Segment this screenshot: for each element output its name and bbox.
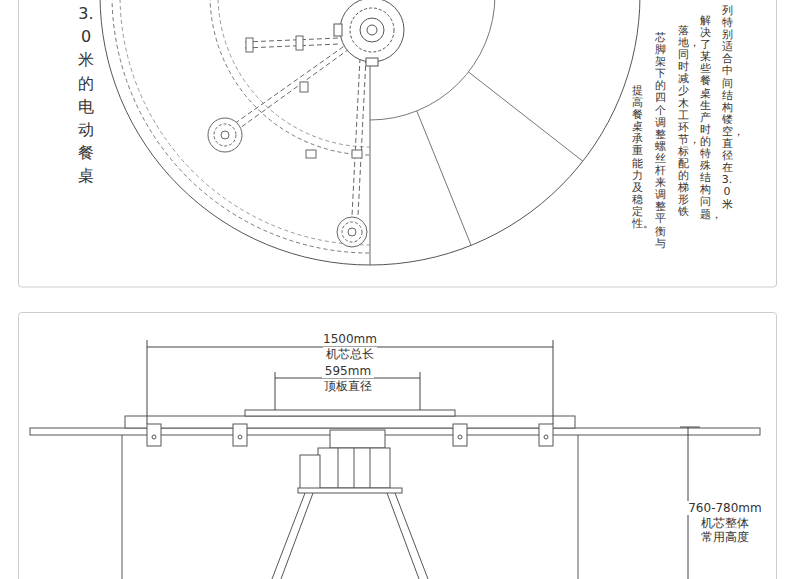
table-elevation [453,424,467,446]
table-elevation [387,493,419,579]
table-elevation [298,488,402,493]
plan-technical-half [246,38,253,52]
hub [340,0,404,62]
plan-clean-half [370,0,495,120]
dimension-lines [680,427,700,428]
plan-technical-half [306,150,316,158]
plan-technical-half [100,0,370,265]
table-elevation [370,448,371,488]
plan-technical-half [342,222,362,242]
plan-technical-half [240,44,356,128]
table-elevation [238,435,242,439]
plan-technical-half [296,36,303,50]
hub [367,25,377,35]
dimension-label: 常用高度 [698,530,752,544]
vertical-text: 提高餐桌承重能力及稳定性。 [632,85,643,230]
plan-technical-half [245,44,340,48]
bottom-panel [19,313,777,579]
dimension-label: 顶板直径 [321,379,375,393]
table-elevation [281,493,313,579]
vertical-heading: 3.0米的电动餐桌 [78,2,94,188]
table-elevation [318,448,390,488]
table-elevation [30,410,760,579]
table-elevation [354,448,355,488]
dimension-lines [147,340,148,424]
table-elevation [338,448,339,488]
dimension-label: 机芯总长 [323,347,377,361]
hub [334,0,404,66]
plan-technical-half [352,150,362,158]
vertical-text: 芯脚架下的四个调整螺丝杆来调整平衡与 [655,32,666,250]
dimension-label: 机芯整体 [698,516,752,530]
table-elevation [578,435,579,579]
dimension-label: 1500mm [320,332,380,346]
dimension-lines [553,340,554,424]
hub [334,24,342,36]
hub [350,8,394,52]
hub [360,18,384,42]
table-elevation [233,424,247,446]
vertical-text: 列特别适合中间结构镂空，直径在3.0米 [722,5,733,211]
table-elevation [395,493,428,579]
table-elevation [152,435,156,439]
hub [366,58,378,66]
table-elevation [458,435,462,439]
plan-technical-half [112,0,370,253]
table-elevation [30,428,760,435]
plan-technical-half [120,0,370,245]
plan-technical-half [245,38,340,42]
plan-clean-half [370,0,640,265]
table-elevation [125,416,575,428]
plan-clean-half [417,111,471,245]
table-elevation [539,424,553,446]
plan-technical-half [358,58,366,216]
plan-technical-half [234,42,350,124]
dimension-lines [147,340,700,579]
plan-technical-half [100,0,370,265]
vertical-text: 落地，同时减少木工环节，标配的梯形铁 [678,25,689,219]
table-elevation [272,493,305,579]
plan-technical-half [221,131,229,139]
dimension-label: 760-780mm [685,501,765,515]
plan-clean-half [370,0,640,265]
plan-clean-half [469,72,583,161]
plan-technical-half [218,0,370,147]
plan-technical-half [214,124,236,146]
plan-technical-half [208,118,242,152]
table-elevation [122,435,123,579]
table-elevation [544,435,548,439]
plan-technical-half [337,217,367,247]
table-elevation [300,455,320,490]
plan-technical-half [348,228,356,236]
vertical-text: 解决了某些餐桌生产时的特殊结构问题， [700,15,711,221]
table-elevation [147,424,161,446]
plan-technical-half [352,58,360,216]
table-elevation [330,430,385,448]
table-elevation [245,410,455,416]
dimension-label: 595mm [322,364,374,378]
plan-technical-half [300,82,308,92]
